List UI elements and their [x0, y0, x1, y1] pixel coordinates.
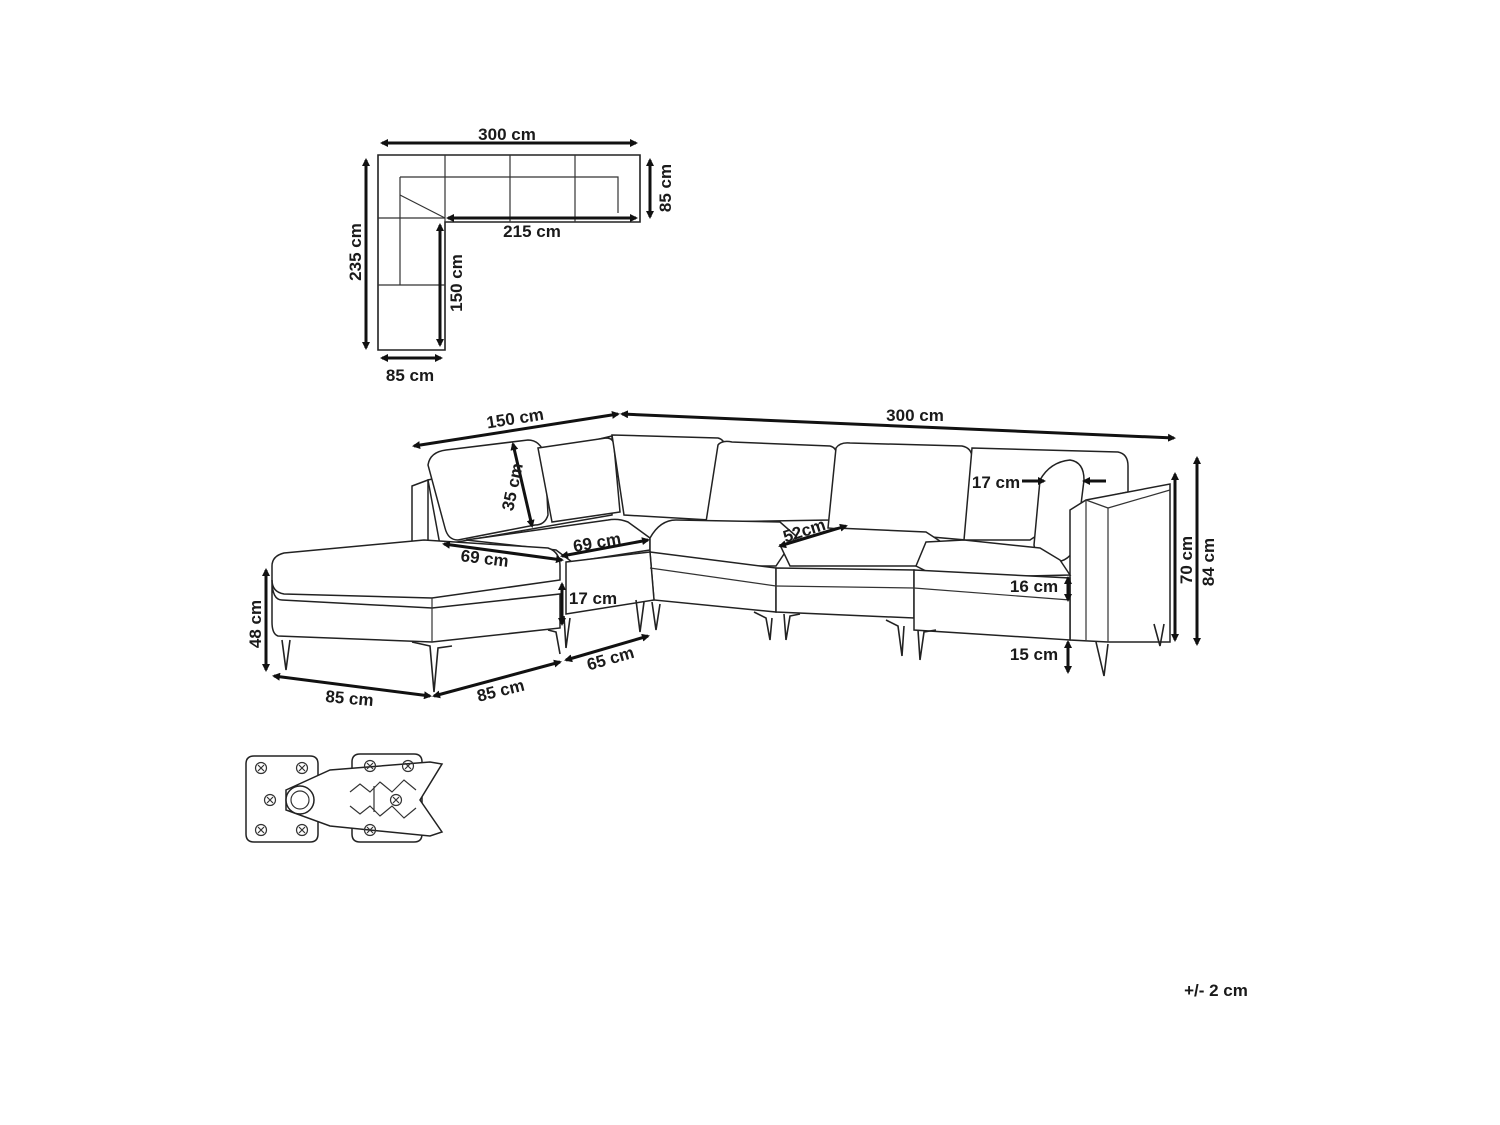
overall-height-label: 84 cm: [1199, 538, 1218, 586]
throw-pillow-thickness-label: 17 cm: [972, 473, 1020, 492]
back-cushion-1: [427, 439, 549, 541]
top-width-label: 300 cm: [478, 125, 536, 144]
back-cushion-5: [827, 442, 973, 541]
ottoman-top: [271, 539, 561, 599]
ottoman-width-label: 85 cm: [325, 687, 375, 710]
tolerance-note: +/- 2 cm: [1184, 981, 1248, 1000]
ottoman-cushion-label: 17 cm: [569, 589, 617, 608]
top-inner-height-label: 150 cm: [447, 254, 466, 312]
top-depth-right-label: 85 cm: [656, 164, 675, 212]
screw-icons: [254, 759, 415, 837]
ottoman-height-label: 48 cm: [246, 600, 265, 648]
right-length-label: 300 cm: [886, 406, 944, 425]
seat-thickness-label: 16 cm: [1010, 577, 1058, 596]
ottoman-base: [271, 579, 561, 643]
connector-bracket-detail: [245, 753, 444, 843]
arm-height-label: 70 cm: [1177, 536, 1196, 584]
ottoman-depth-label: 85 cm: [475, 676, 526, 706]
back-cushion-2: [537, 437, 621, 523]
top-inner-length-label: 215 cm: [503, 222, 561, 241]
top-view-diagram: 300 cm 85 cm 215 cm 235 cm 150 cm 85 cm: [346, 125, 675, 385]
top-depth-bottom-label: 85 cm: [386, 366, 434, 385]
sofa-legs: [281, 599, 1165, 693]
leg-height-label: 15 cm: [1010, 645, 1058, 664]
back-cushion-4: [705, 440, 838, 523]
seat-cushion-4: [915, 539, 1072, 579]
perspective-diagram: 150 cm 300 cm 35 cm 17 cm 84 cm 70 cm 69…: [246, 405, 1218, 710]
top-height-label: 235 cm: [346, 223, 365, 281]
